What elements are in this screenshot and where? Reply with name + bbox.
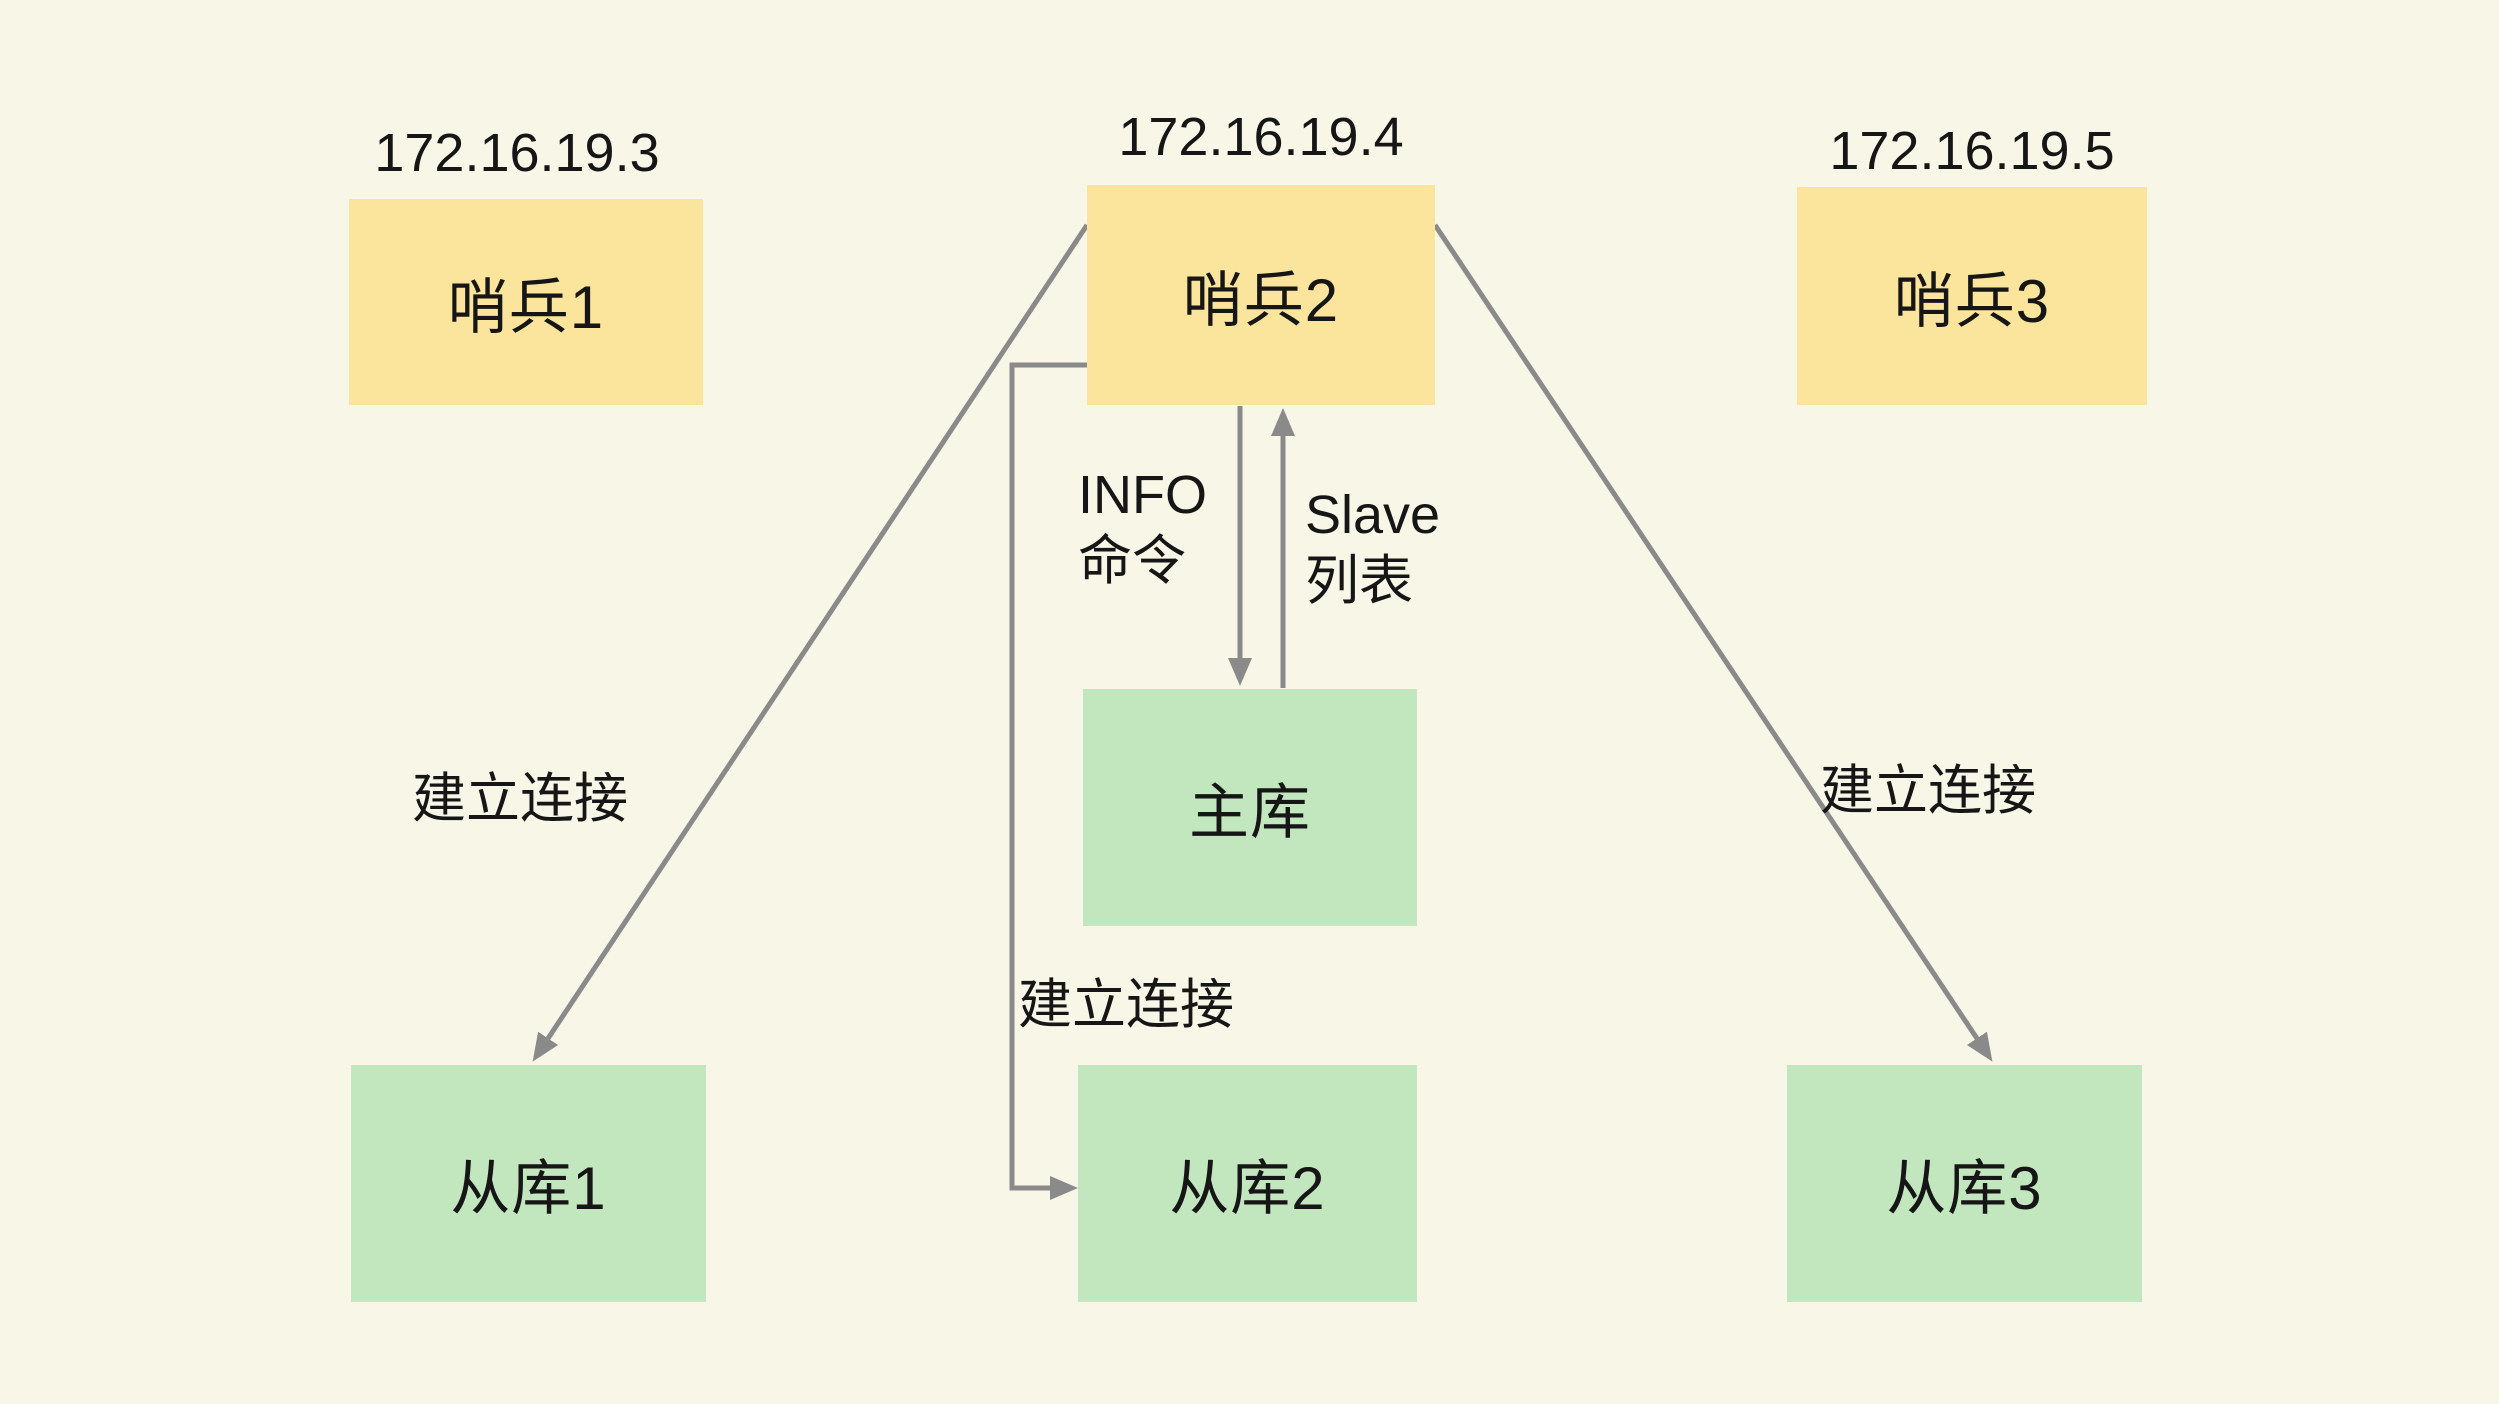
node-slave3: 从库3 <box>1787 1065 2142 1302</box>
label-info-command-line2: 命令 <box>1078 531 1186 591</box>
label-info-command: INFO 命令 <box>1078 462 1207 594</box>
label-slave-list-line1: Slave <box>1305 485 1441 545</box>
node-sentinel2-label: 哨兵2 <box>1182 266 1340 334</box>
arrow-sentinel2-to-slave1 <box>532 223 1090 1062</box>
label-slave-list: Slave 列表 <box>1305 482 1440 614</box>
label-connect-left: 建立连接 <box>412 769 628 829</box>
node-master: 主库 <box>1083 689 1417 926</box>
ip-sentinel1: 172.16.19.3 <box>374 123 660 183</box>
node-sentinel3: 哨兵3 <box>1797 187 2147 405</box>
label-connect-mid: 建立连接 <box>1018 975 1234 1035</box>
node-slave1: 从库1 <box>351 1065 706 1302</box>
node-sentinel1: 哨兵1 <box>349 199 703 405</box>
ip-sentinel3: 172.16.19.5 <box>1829 121 2115 181</box>
arrow-sentinel2-to-slave3 <box>1432 223 1993 1062</box>
node-sentinel3-label: 哨兵3 <box>1893 267 2051 335</box>
label-connect-right: 建立连接 <box>1820 761 2036 821</box>
node-master-label: 主库 <box>1189 779 1311 846</box>
arrow-sentinel2-to-slave2-elbow <box>1009 362 1087 1200</box>
node-sentinel2: 哨兵2 <box>1087 185 1435 405</box>
label-info-command-line1: INFO <box>1078 465 1207 525</box>
ip-sentinel2: 172.16.19.4 <box>1118 107 1404 167</box>
node-slave1-label: 从库1 <box>450 1155 607 1222</box>
node-slave3-label: 从库3 <box>1886 1155 2043 1222</box>
label-slave-list-line2: 列表 <box>1305 551 1413 611</box>
node-sentinel1-label: 哨兵1 <box>447 273 605 341</box>
node-slave2: 从库2 <box>1078 1065 1417 1302</box>
node-slave2-label: 从库2 <box>1169 1155 1326 1222</box>
